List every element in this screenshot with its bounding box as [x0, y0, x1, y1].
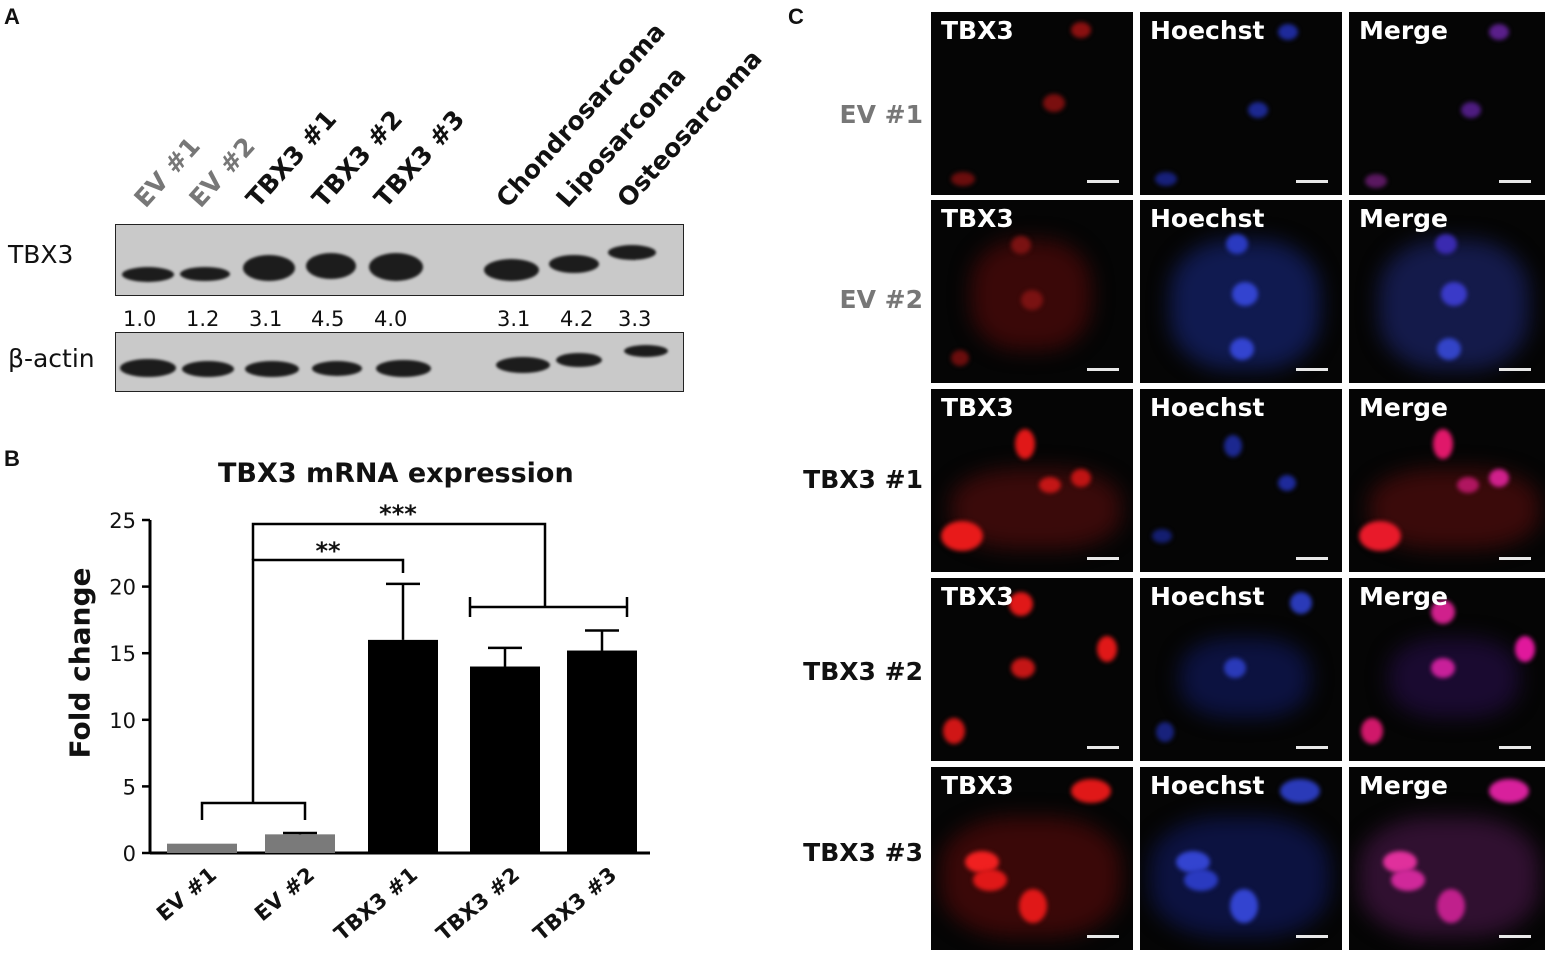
blot-row-label-beta-actin: β-actin	[8, 344, 95, 373]
quant-ev2: 1.2	[186, 307, 220, 331]
x-tick-label: TBX3 #3	[529, 862, 622, 945]
tbx3-band-liposarcoma	[549, 255, 599, 273]
y-tick-label: 5	[123, 775, 136, 799]
actin-band-tbx3-3	[376, 360, 431, 377]
micro-tile-tbx3-2-tbx3: TBX3	[931, 578, 1133, 761]
significance-label: **	[315, 537, 341, 565]
actin-band-liposarcoma	[556, 353, 602, 367]
y-tick-label: 20	[109, 576, 136, 600]
tile-label-hoechst: Hoechst	[1150, 582, 1265, 611]
y-tick-label: 25	[109, 509, 136, 533]
quant-tbx3-1: 3.1	[249, 307, 283, 331]
tbx3-band-osteosarcoma	[608, 245, 656, 260]
panel-letter-a: A	[4, 4, 20, 29]
panel-letter-c: C	[788, 4, 804, 29]
tbx3-band-ev2	[180, 267, 230, 281]
micro-tile-ev2-merge: Merge	[1349, 200, 1545, 383]
micro-row-label-ev1: EV #1	[839, 100, 923, 129]
panel-letter-b: B	[4, 446, 20, 471]
micro-row-label-tbx3-1: TBX3 #1	[803, 465, 923, 494]
micro-tile-ev1-hoechst: Hoechst	[1140, 12, 1342, 195]
micro-tile-ev1-merge: Merge	[1349, 12, 1545, 195]
micro-tile-tbx3-1-merge: Merge	[1349, 389, 1545, 572]
tbx3-band-ev1	[122, 267, 174, 282]
bar-tbx3-1	[368, 639, 438, 853]
tbx3-band-tbx3-2	[306, 253, 356, 279]
x-tick-label: EV #2	[250, 862, 319, 925]
x-tick-label: TBX3 #1	[330, 862, 423, 945]
tile-label-tbx3: TBX3	[941, 771, 1014, 800]
quant-liposarcoma: 4.2	[560, 307, 594, 331]
bar-tbx3-3	[567, 650, 637, 853]
significance-label: ***	[379, 500, 417, 528]
tile-label-hoechst: Hoechst	[1150, 393, 1265, 422]
micro-tile-tbx3-1-tbx3: TBX3	[931, 389, 1133, 572]
micro-tile-ev1-tbx3: TBX3	[931, 12, 1133, 195]
quant-osteosarcoma: 3.3	[618, 307, 652, 331]
micro-tile-tbx3-2-hoechst: Hoechst	[1140, 578, 1342, 761]
micro-tile-tbx3-3-tbx3: TBX3	[931, 767, 1133, 950]
quant-ev1: 1.0	[123, 307, 157, 331]
tile-label-tbx3: TBX3	[941, 204, 1014, 233]
actin-band-chondrosarcoma	[496, 357, 550, 373]
x-tick-label: EV #1	[152, 862, 221, 925]
tile-label-merge: Merge	[1359, 582, 1449, 611]
tbx3-blot-strip	[115, 224, 684, 296]
blot-row-label-tbx3: TBX3	[8, 240, 74, 269]
tile-label-tbx3: TBX3	[941, 393, 1014, 422]
bracket-tbx3-group	[468, 597, 629, 617]
micro-row-label-tbx3-2: TBX3 #2	[803, 657, 923, 686]
bar-tbx3-2	[470, 666, 540, 853]
bracket-ev-group	[200, 801, 307, 820]
bar-ev-1	[167, 843, 237, 853]
actin-band-osteosarcoma	[624, 345, 668, 357]
micro-tile-tbx3-3-hoechst: Hoechst	[1140, 767, 1342, 950]
micro-tile-tbx3-2-merge: Merge	[1349, 578, 1545, 761]
y-tick-label: 15	[109, 642, 136, 666]
bar-ev-2	[265, 834, 335, 853]
micro-tile-tbx3-1-hoechst: Hoechst	[1140, 389, 1342, 572]
y-tick-label: 0	[123, 842, 136, 866]
actin-band-tbx3-1	[245, 361, 299, 377]
micro-tile-tbx3-3-merge: Merge	[1349, 767, 1545, 950]
actin-band-ev2	[182, 361, 234, 377]
micro-tile-ev2-tbx3: TBX3	[931, 200, 1133, 383]
tbx3-band-tbx3-3	[369, 253, 423, 281]
micro-row-label-ev2: EV #2	[839, 285, 923, 314]
tile-label-merge: Merge	[1359, 204, 1449, 233]
tile-label-tbx3: TBX3	[941, 16, 1014, 45]
tile-label-tbx3: TBX3	[941, 582, 1014, 611]
tbx3-band-chondrosarcoma	[484, 259, 539, 281]
actin-band-tbx3-2	[312, 361, 362, 376]
micro-tile-ev2-hoechst: Hoechst	[1140, 200, 1342, 383]
tile-label-merge: Merge	[1359, 393, 1449, 422]
quant-chondrosarcoma: 3.1	[497, 307, 531, 331]
y-tick-label: 10	[109, 709, 136, 733]
tile-label-hoechst: Hoechst	[1150, 16, 1265, 45]
x-tick-label: TBX3 #2	[432, 862, 525, 945]
beta-actin-blot-strip	[115, 332, 684, 392]
actin-band-ev1	[120, 359, 176, 377]
bracket-triple-star	[251, 522, 547, 607]
tbx3-band-tbx3-1	[243, 255, 295, 281]
tile-label-merge: Merge	[1359, 771, 1449, 800]
tile-label-hoechst: Hoechst	[1150, 771, 1265, 800]
chart-title: TBX3 mRNA expression	[218, 458, 574, 489]
micro-row-label-tbx3-3: TBX3 #3	[803, 838, 923, 867]
tile-label-merge: Merge	[1359, 16, 1449, 45]
quant-tbx3-2: 4.5	[311, 307, 345, 331]
quant-tbx3-3: 4.0	[374, 307, 408, 331]
bracket-double-star	[251, 558, 405, 803]
tile-label-hoechst: Hoechst	[1150, 204, 1265, 233]
